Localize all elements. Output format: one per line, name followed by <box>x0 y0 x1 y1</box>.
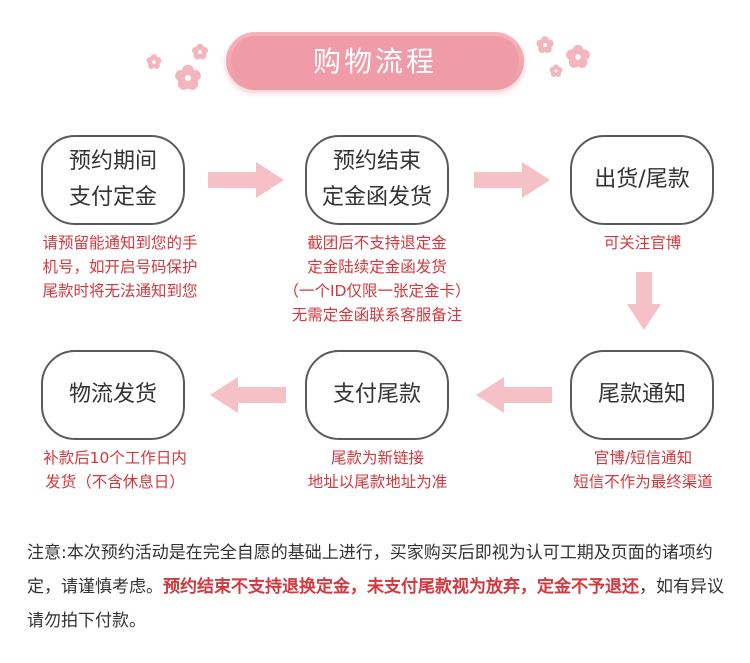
page-title: 购物流程 <box>231 36 519 84</box>
notice-text: 注意:本次预约活动是在完全自愿的基础上进行，买家购买后即视为认可工期及页面的诸项… <box>27 536 727 638</box>
step-logistics: 物流发货 <box>41 350 185 440</box>
step-ship-balance: 出货/尾款 <box>570 135 714 225</box>
notice-part-normal: 注意:本次预约活动是在完全自愿的基础上进行，买家购买后即视为认可工期及页面的诸项… <box>27 543 713 597</box>
arrow-down-icon <box>627 272 661 330</box>
step-pay-deposit: 预约期间 支付定金 <box>41 135 185 225</box>
step-note: 截团后不支持退定金 定金陆续定金函发货 （一个ID仅限一张定金卡） 无需定金函联… <box>283 234 471 324</box>
step-note: 请预留能通知到您的手 机号，如开启号码保护 尾款时将无法通知到您 <box>42 234 198 300</box>
title-banner: 购物流程 <box>226 32 524 90</box>
step-label: 预约期间 支付定金 <box>68 149 157 210</box>
arrow-right-icon <box>208 162 284 198</box>
step-label: 预约结束 定金函发货 <box>321 149 432 210</box>
step-note: 可关注官博 <box>603 234 682 252</box>
sakura-flower-icon <box>146 43 209 90</box>
arrow-left-icon <box>210 377 286 413</box>
step-deposit-letter: 预约结束 定金函发货 <box>305 135 449 225</box>
step-note: 补款后10个工作日内 发货（不含休息日） <box>43 449 187 491</box>
step-label: 尾款通知 <box>597 382 686 407</box>
step-note: 官博/短信通知 短信不作为最终渠道 <box>573 449 713 491</box>
arrow-left-icon <box>476 377 552 413</box>
notice-part-tail: ，如有异议请勿拍下付款。 <box>27 577 724 631</box>
arrow-right-icon <box>474 162 550 198</box>
step-pay-balance: 支付尾款 <box>305 350 449 440</box>
step-label: 出货/尾款 <box>594 167 690 192</box>
step-note: 尾款为新链接 地址以尾款地址为准 <box>307 449 448 491</box>
step-label: 支付尾款 <box>332 382 421 407</box>
notice-part-emphasis: 预约结束不支持退换定金，未支付尾款视为放弃，定金不予退还 <box>163 577 639 597</box>
step-balance-notice: 尾款通知 <box>570 350 714 440</box>
sakura-flower-icon <box>536 36 590 77</box>
step-label: 物流发货 <box>68 382 157 407</box>
